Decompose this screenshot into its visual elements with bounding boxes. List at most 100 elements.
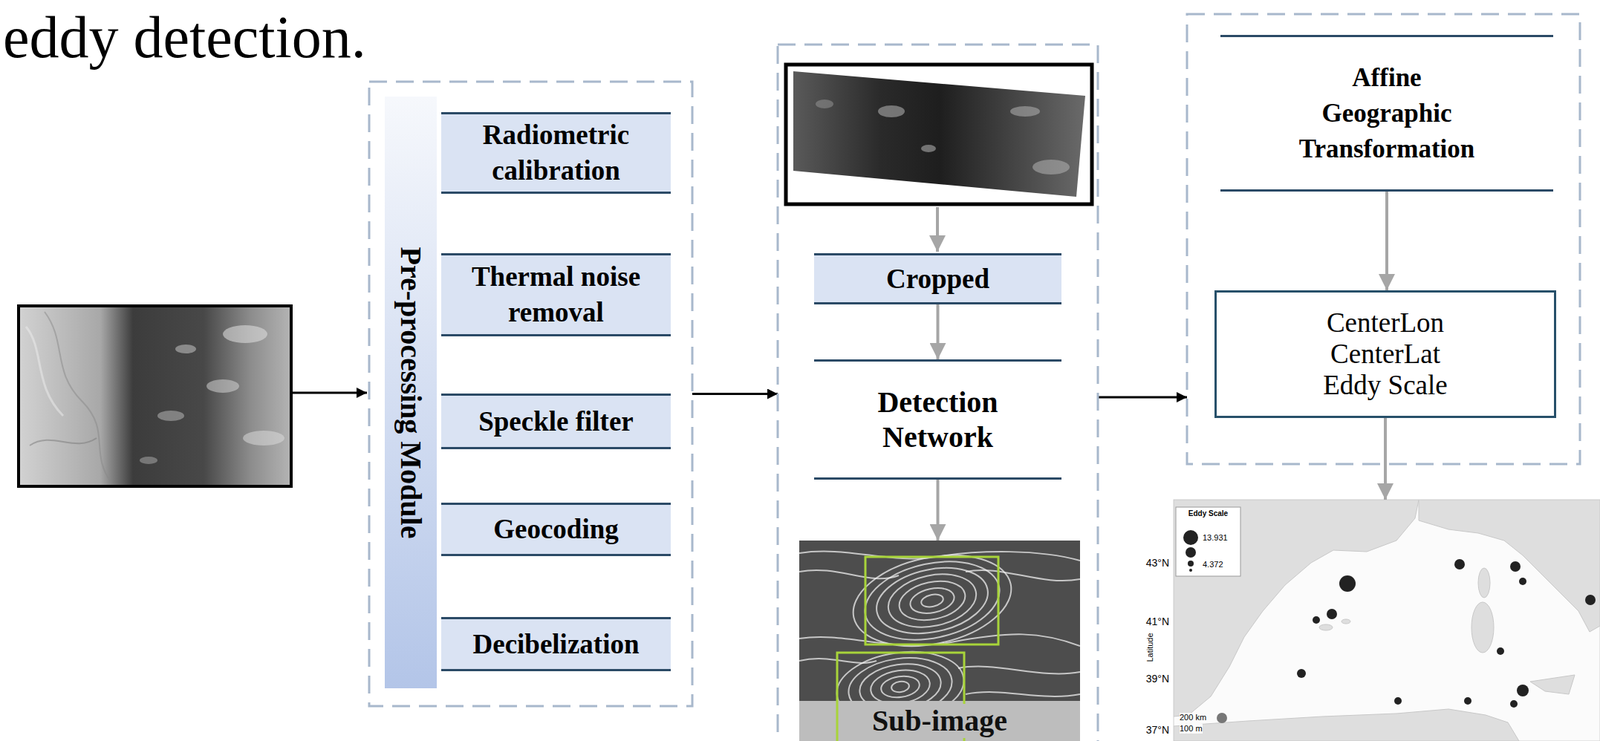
stage-container: CroppedDetection NetworkSub-image xyxy=(777,44,1098,741)
legend-entry: 13.931 xyxy=(1202,532,1228,543)
node-text: Cropped xyxy=(886,261,990,298)
sar-texture xyxy=(157,410,185,422)
sar-texture xyxy=(242,430,285,446)
sar-texture xyxy=(25,311,285,483)
eddy-streaks xyxy=(799,542,1081,702)
connector-arrow xyxy=(1097,396,1188,399)
sar-thumbnail xyxy=(793,71,1086,197)
legend-symbol xyxy=(1185,547,1196,558)
legend-box xyxy=(1175,507,1241,577)
land-mass xyxy=(1418,499,1600,633)
eddy-streaks xyxy=(920,592,945,610)
eddy-streaks xyxy=(879,674,921,701)
node-text: Geocoding xyxy=(493,511,619,548)
eddy-streaks xyxy=(844,652,956,702)
eddy-dot xyxy=(1519,577,1527,586)
eddy-dot xyxy=(1296,669,1306,679)
eddy-streaks xyxy=(868,667,932,702)
axis-tick-label: 43°N xyxy=(1126,557,1170,570)
legend-text: 4.372 xyxy=(1202,560,1224,569)
land-mass xyxy=(1530,675,1575,695)
eddy-streaks xyxy=(890,680,910,694)
process-box: Radiometric calibration xyxy=(441,112,671,194)
sub-image-picture xyxy=(799,540,1081,741)
node-text: Radiometric calibration xyxy=(450,117,662,189)
scale-label: 100 m xyxy=(1179,724,1203,734)
sar-thumbnail xyxy=(785,64,1092,205)
sub-image-picture xyxy=(799,540,1081,741)
sub-image-picture xyxy=(799,701,1081,741)
node-text: Decibelization xyxy=(472,626,639,663)
connector-arrow xyxy=(936,479,940,541)
eddy-streaks xyxy=(856,659,944,702)
eddy-dot xyxy=(1339,575,1356,593)
sar-texture xyxy=(29,438,97,446)
heading-text: eddy detection. xyxy=(2,2,367,72)
eddy-dot xyxy=(1510,561,1521,572)
sar-texture xyxy=(44,311,112,483)
sar-thumbnail xyxy=(785,64,1092,205)
node-text: Thermal noise removal xyxy=(450,259,662,331)
connector-arrow xyxy=(936,304,940,360)
land-mass xyxy=(1173,499,1419,717)
legend-symbol xyxy=(1187,560,1194,567)
sub-image-panel: Sub-image xyxy=(799,540,1081,741)
land-mass xyxy=(1471,602,1494,653)
connector-arrow xyxy=(692,392,778,396)
eddy-streaks xyxy=(799,570,899,579)
land-mass xyxy=(1173,709,1520,741)
module-band: Pre-processing Module xyxy=(384,96,437,689)
process-box: Decibelization xyxy=(441,617,671,672)
node-text: Pre-processing Module xyxy=(393,246,428,539)
dashed-outline xyxy=(369,81,693,707)
dashed-outline xyxy=(777,44,1098,741)
node-text: CenterLat xyxy=(1330,338,1441,370)
legend-symbol xyxy=(1183,530,1199,572)
process-box: Geocoding xyxy=(441,502,671,557)
process-box: Affine Geographic Transformation xyxy=(1220,34,1554,192)
sar-thumbnail xyxy=(1010,106,1040,117)
map-panel xyxy=(1173,499,1600,741)
eddy-dot xyxy=(1496,647,1505,656)
stage-container: Affine Geographic TransformationCenterLo… xyxy=(1187,14,1580,465)
scale-symbol xyxy=(1216,713,1228,724)
sar-texture xyxy=(206,379,240,393)
sar-thumbnail xyxy=(815,99,834,109)
eddy-dot xyxy=(1296,559,1596,708)
process-box: Thermal noise removal xyxy=(441,253,671,337)
eddy-streaks xyxy=(965,692,1081,697)
eddy-map xyxy=(1173,499,1600,741)
flow-arrow xyxy=(935,207,939,252)
eddy-dot xyxy=(1464,697,1472,705)
eddy-dot xyxy=(1394,697,1402,705)
eddy-dot xyxy=(1585,594,1596,606)
node-text: CenterLon xyxy=(1326,307,1445,339)
axis-tick-label: 39°N xyxy=(1126,672,1170,686)
eddy-dot xyxy=(1510,700,1518,708)
scale-label: 200 km xyxy=(1179,713,1207,723)
output-box: CenterLonCenterLatEddy Scale xyxy=(1214,290,1557,419)
land-mass xyxy=(1478,568,1491,598)
legend-title: Eddy Scale xyxy=(1175,509,1241,519)
sar-texture xyxy=(222,325,268,344)
legend-symbol xyxy=(1183,530,1199,546)
dashed-outline xyxy=(1187,14,1580,465)
sar-image xyxy=(18,306,292,487)
eddy-map xyxy=(1173,499,1600,741)
axis-tick-label: 37°N xyxy=(1126,724,1170,737)
eddy-streaks xyxy=(907,584,956,618)
flow-arrow xyxy=(292,392,367,395)
sar-image xyxy=(18,306,292,487)
detection-box xyxy=(865,557,999,645)
connector-arrow xyxy=(1385,191,1389,291)
process-box: Speckle filter xyxy=(441,393,671,450)
node-text: Speckle filter xyxy=(478,404,634,440)
eddy-dot xyxy=(1516,684,1529,697)
eddy-map xyxy=(1173,499,1600,741)
eddy-dot xyxy=(1312,616,1320,624)
node-text: Affine Geographic Transformation xyxy=(1299,60,1476,168)
eddy-dot xyxy=(1454,559,1465,570)
network-box: Detection Network xyxy=(814,359,1062,480)
